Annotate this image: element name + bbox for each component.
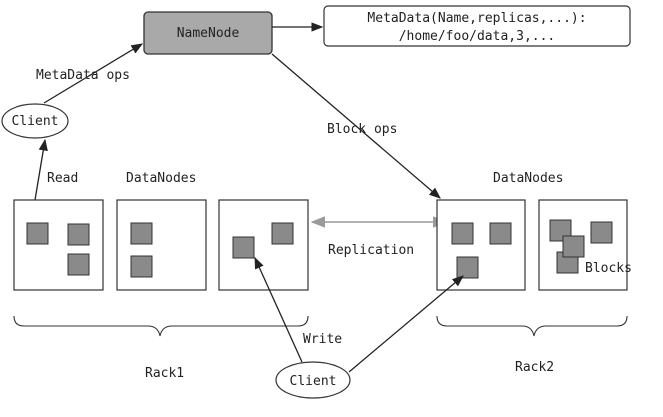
metadata-box: MetaData(Name,replicas,...): /home/foo/d… bbox=[323, 5, 631, 47]
block bbox=[26, 222, 49, 245]
rack2-datanode-1 bbox=[436, 199, 526, 291]
block bbox=[67, 253, 90, 276]
rack1-label: Rack1 bbox=[145, 366, 184, 381]
client-bottom-label: Client bbox=[290, 374, 337, 389]
block bbox=[130, 255, 153, 278]
client-bottom: Client bbox=[275, 361, 351, 399]
rack1-datanodes-title: DataNodes bbox=[126, 171, 196, 186]
rack2-label: Rack2 bbox=[515, 360, 554, 375]
rack2-datanodes-title: DataNodes bbox=[493, 171, 563, 186]
block bbox=[451, 222, 474, 245]
rack2-brace bbox=[436, 315, 628, 337]
block-ops-arrow bbox=[271, 53, 441, 199]
block bbox=[271, 222, 294, 245]
namenode-label: NameNode bbox=[177, 26, 240, 41]
block bbox=[232, 236, 255, 259]
rack2-datanode-2 bbox=[538, 199, 628, 291]
block bbox=[130, 222, 153, 245]
block bbox=[489, 222, 512, 245]
rack1-brace bbox=[13, 315, 309, 337]
read-label: Read bbox=[47, 171, 78, 186]
block bbox=[456, 256, 479, 279]
write-arrow-rack2 bbox=[348, 275, 464, 373]
block-ops-label: Block ops bbox=[327, 122, 397, 137]
rack1-datanode-3 bbox=[218, 199, 309, 291]
metadata-line1: MetaData(Name,replicas,...): bbox=[367, 11, 586, 26]
block bbox=[590, 221, 613, 244]
rack1-datanode-2 bbox=[116, 199, 207, 291]
block bbox=[562, 235, 585, 258]
read-arrow bbox=[34, 138, 48, 201]
metadata-line2: /home/foo/data,3,... bbox=[399, 29, 556, 44]
metadata-ops-arrow bbox=[43, 43, 144, 104]
namenode: NameNode bbox=[143, 11, 273, 55]
client-top-label: Client bbox=[12, 114, 59, 129]
block bbox=[67, 223, 90, 246]
blocks-label: Blocks bbox=[585, 261, 632, 276]
write-arrow-rack1 bbox=[254, 256, 303, 363]
write-label: Write bbox=[303, 332, 342, 347]
replication-label: Replication bbox=[328, 243, 414, 258]
client-top: Client bbox=[1, 103, 69, 139]
metadata-ops-label: MetaData ops bbox=[36, 68, 130, 83]
rack1-datanode-1 bbox=[13, 199, 104, 291]
